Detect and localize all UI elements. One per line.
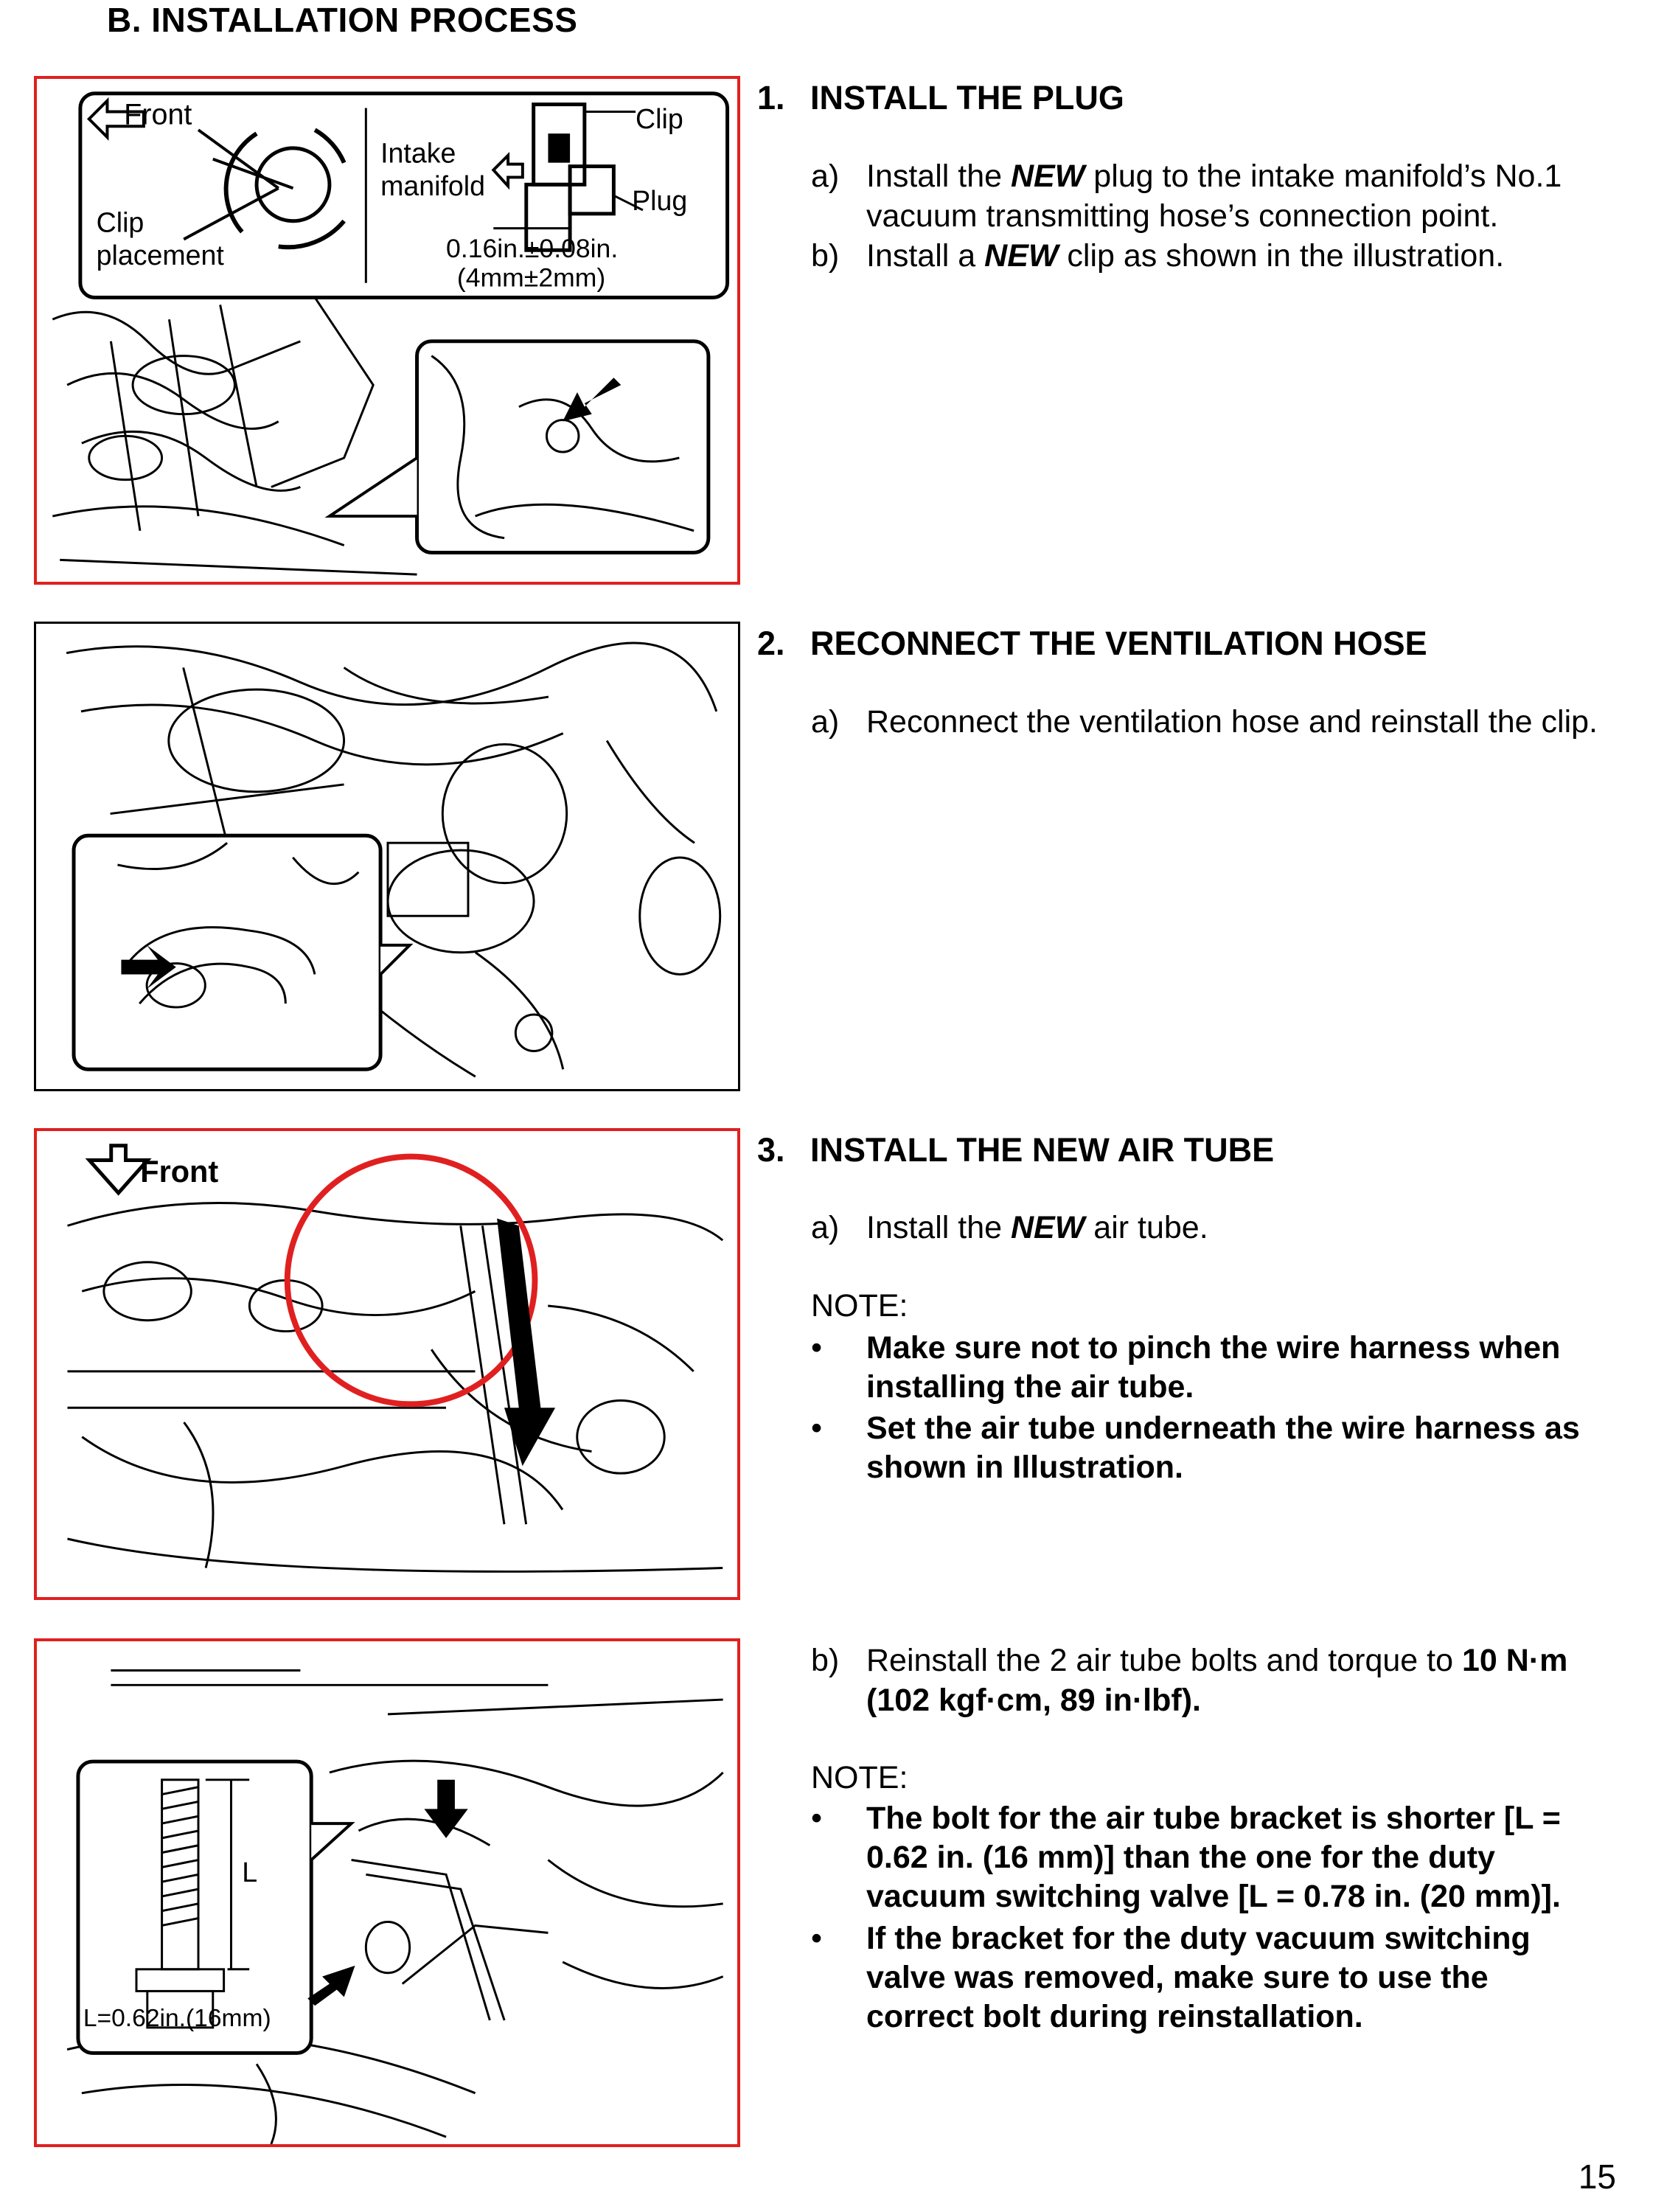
pointer-arrow-icon bbox=[121, 945, 176, 990]
intake-label: Intake bbox=[380, 138, 456, 169]
step-number: 1. bbox=[757, 79, 785, 116]
bolt-dimension-label: L bbox=[242, 1857, 257, 1888]
front-label: Front bbox=[140, 1154, 218, 1189]
note-label: NOTE: bbox=[811, 1288, 908, 1324]
figure-air-tube: Front bbox=[34, 1128, 740, 1600]
front-arrow-icon bbox=[86, 97, 145, 141]
note-label: NOTE: bbox=[811, 1760, 908, 1795]
engine-hose-illustration bbox=[66, 641, 722, 1078]
dimension-label-2: (4mm±2mm) bbox=[457, 263, 605, 293]
bolt-length-label: L=0.62in.(16mm) bbox=[83, 2005, 271, 2032]
step-title: INSTALL THE PLUG bbox=[810, 79, 1124, 116]
engine-plug-illustration: Front Clip placement Intake manifold Cli… bbox=[52, 91, 730, 576]
front-label: Front bbox=[124, 98, 192, 131]
clip-placement-label-2: placement bbox=[97, 240, 225, 271]
pointer-arrow-icon bbox=[307, 1965, 355, 2006]
clip-label: Clip bbox=[636, 103, 683, 134]
engine-bolt-illustration: L L=0.62in.(16mm) bbox=[66, 1669, 724, 2144]
pointer-arrow-icon bbox=[424, 1779, 468, 1838]
front-arrow-icon bbox=[85, 1144, 152, 1196]
clip-placement-label: Clip bbox=[97, 207, 145, 238]
figure-install-plug: Front Clip placement Intake manifold Cli… bbox=[34, 76, 740, 585]
figure-air-tube-bolts: L L=0.62in.(16mm) bbox=[34, 1638, 740, 2147]
section-title: B. INSTALLATION PROCESS bbox=[107, 1, 578, 39]
figure-ventilation-hose bbox=[34, 622, 740, 1091]
pointer-arrow-icon bbox=[563, 378, 622, 422]
plug-label: Plug bbox=[632, 185, 687, 216]
engine-air-tube-illustration: Front bbox=[67, 1144, 724, 1573]
highlight-circle bbox=[284, 1153, 538, 1408]
dimension-label: 0.16in.±0.08in. bbox=[446, 234, 618, 263]
page-number: 15 bbox=[1578, 2157, 1616, 2196]
intake-label-2: manifold bbox=[380, 170, 485, 201]
pointer-arrow-icon bbox=[497, 1218, 556, 1467]
